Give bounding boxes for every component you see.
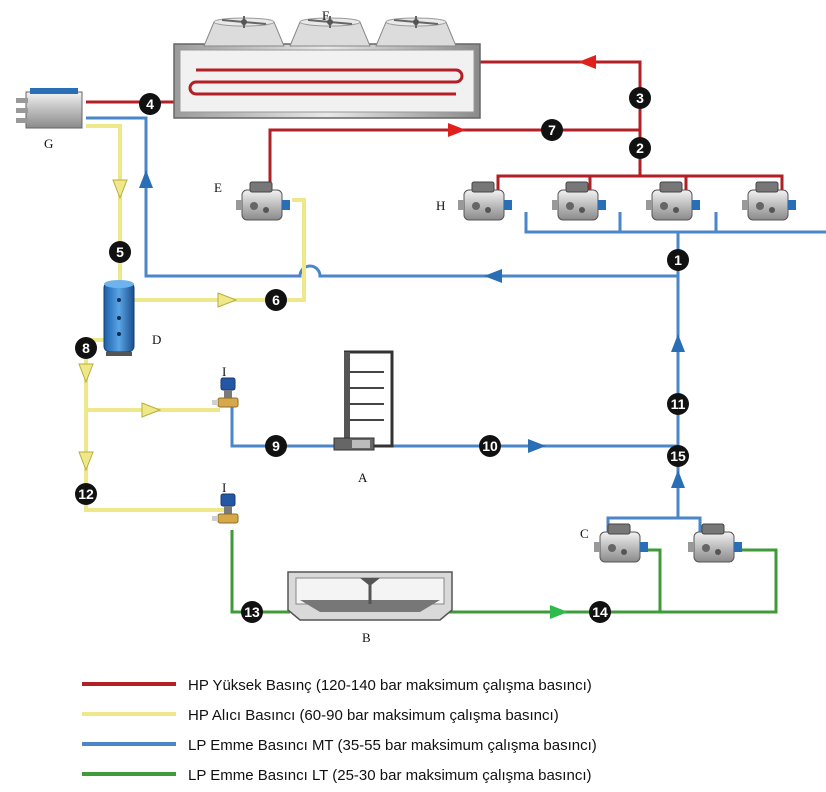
red-line-to-gascooler: [476, 60, 642, 176]
label-a: A: [358, 470, 368, 485]
component-labels: F G E H D I I A B C: [44, 8, 589, 645]
label-h: H: [436, 198, 445, 213]
manifold-g: [16, 88, 83, 129]
svg-text:15: 15: [670, 448, 686, 464]
yellow-receiver-down: [84, 338, 230, 520]
compressor-h-4: [741, 181, 797, 221]
svg-text:6: 6: [272, 292, 280, 308]
svg-text:11: 11: [671, 396, 686, 412]
arrow-red-gascooler: [578, 55, 596, 69]
receiver-tank-d: [103, 280, 135, 356]
arrow-yellow-down-2: [78, 363, 94, 384]
arrow-yellow-down: [112, 179, 128, 200]
compressor-group-c: [593, 523, 743, 563]
label-e: E: [214, 180, 222, 195]
node-marker-10: 10: [479, 435, 501, 457]
chest-freezer-b: [287, 571, 453, 621]
node-markers: 1 2 3 4 5 6 7 8 9 10 11 12 13 14 15: [75, 87, 689, 623]
node-marker-6: 6: [265, 289, 287, 311]
compressor-c-2: [687, 523, 743, 563]
compressor-e: [235, 181, 291, 221]
blue-lt-compressor-discharge: [606, 454, 702, 534]
node-marker-11: 11: [667, 393, 689, 415]
fan-icon: [375, 15, 457, 47]
flow-arrows: [78, 55, 685, 619]
svg-text:7: 7: [548, 122, 556, 138]
legend-label: LP Emme Basıncı LT (25-30 bar maksimum ç…: [188, 767, 591, 784]
legend: HP Yüksek Basınç (120-140 bar maksimum ç…: [82, 677, 597, 784]
legend-item-hp-high: HP Yüksek Basınç (120-140 bar maksimum ç…: [82, 677, 592, 694]
compressor-c-1: [593, 523, 649, 563]
gas-cooler-f: [173, 15, 481, 119]
svg-text:3: 3: [636, 90, 644, 106]
label-i-top: I: [222, 364, 226, 379]
blue-suction-risers: [618, 212, 718, 232]
node-marker-8: 8: [75, 337, 97, 359]
blue-line-to-g: [86, 116, 678, 278]
green-compressor-loop: [660, 548, 778, 614]
node-marker-12: 12: [75, 483, 97, 505]
node-marker-1: 1: [667, 249, 689, 271]
display-case-a: [333, 350, 394, 451]
svg-text:2: 2: [636, 140, 644, 156]
compressor-h-3: [645, 181, 701, 221]
compressor-h-1: [457, 181, 513, 221]
fan-icon: [289, 15, 371, 47]
legend-label: HP Yüksek Basınç (120-140 bar maksimum ç…: [188, 677, 592, 694]
node-marker-2: 2: [629, 137, 651, 159]
legend-label: HP Alıcı Basıncı (60-90 bar maksimum çal…: [188, 707, 559, 724]
red-line-to-e: [268, 128, 640, 188]
svg-text:8: 8: [82, 340, 90, 356]
expansion-valve-i-top: [211, 377, 239, 408]
arrow-yellow-branch: [141, 402, 162, 418]
svg-text:12: 12: [78, 486, 94, 502]
svg-text:9: 9: [272, 438, 280, 454]
node-marker-9: 9: [265, 435, 287, 457]
label-c: C: [580, 526, 589, 541]
label-b: B: [362, 630, 371, 645]
blue-suction-header: [524, 212, 826, 234]
arrow-blue-left: [484, 269, 502, 283]
label-d: D: [152, 332, 161, 347]
svg-text:1: 1: [674, 252, 682, 268]
yellow-g-to-receiver: [86, 124, 122, 286]
arrow-blue-riser-lower: [671, 470, 685, 488]
legend-item-lp-lt: LP Emme Basıncı LT (25-30 bar maksimum ç…: [82, 767, 591, 784]
label-f: F: [322, 8, 329, 23]
compressor-group-h: [457, 181, 797, 221]
arrow-yellow-down-3: [78, 451, 94, 472]
label-g: G: [44, 136, 53, 151]
lp-mt-suction-pipes: [86, 116, 826, 534]
node-marker-14: 14: [589, 601, 611, 623]
red-compressor-header: [496, 174, 784, 198]
node-marker-15: 15: [667, 445, 689, 467]
legend-item-lp-mt: LP Emme Basıncı MT (35-55 bar maksimum ç…: [82, 737, 597, 754]
green-valve-to-b: [230, 530, 290, 614]
svg-text:10: 10: [482, 438, 498, 454]
svg-text:13: 13: [244, 604, 260, 620]
legend-item-hp-receiver: HP Alıcı Basıncı (60-90 bar maksimum çal…: [82, 707, 559, 724]
node-marker-3: 3: [629, 87, 651, 109]
compressor-h-2: [551, 181, 607, 221]
node-marker-5: 5: [109, 241, 131, 263]
svg-text:5: 5: [116, 244, 124, 260]
svg-text:4: 4: [146, 96, 154, 112]
node-marker-13: 13: [241, 601, 263, 623]
arrow-blue-riser: [671, 334, 685, 352]
arrow-blue-a-outlet: [528, 439, 546, 453]
node-marker-7: 7: [541, 119, 563, 141]
arrow-red-to-e: [448, 123, 466, 137]
node-marker-4: 4: [139, 93, 161, 115]
fan-icon: [203, 15, 285, 47]
legend-label: LP Emme Basıncı MT (35-55 bar maksimum ç…: [188, 737, 597, 754]
label-i-bottom: I: [222, 480, 226, 495]
arrow-yellow-to-e: [217, 292, 238, 308]
blue-valve-to-a: [230, 404, 336, 448]
arrow-green: [550, 605, 568, 619]
arrow-blue-up: [139, 170, 153, 188]
svg-text:14: 14: [592, 604, 608, 620]
